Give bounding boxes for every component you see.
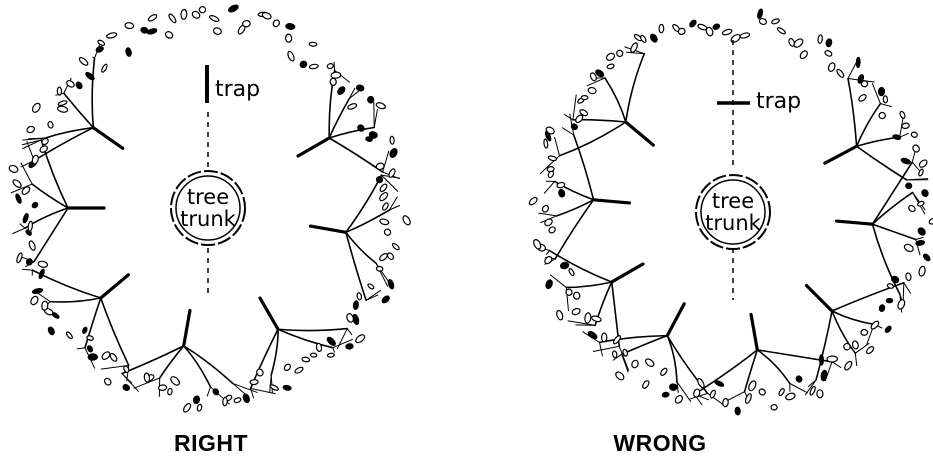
caption-wrong: WRONG bbox=[560, 430, 760, 457]
trunk-label-line2: trunk bbox=[705, 211, 761, 235]
trap-label: trap bbox=[215, 77, 260, 102]
caption-right: RIGHT bbox=[111, 430, 311, 457]
diagram-wrong: trap tree trunk bbox=[528, 9, 933, 415]
trunk-label-line2: trunk bbox=[180, 207, 236, 231]
trunk-label-line1: tree bbox=[187, 185, 229, 209]
diagram-right: trap tree trunk bbox=[8, 4, 412, 414]
trunk-label-line1: tree bbox=[712, 189, 754, 213]
trap-label: trap bbox=[756, 89, 801, 114]
